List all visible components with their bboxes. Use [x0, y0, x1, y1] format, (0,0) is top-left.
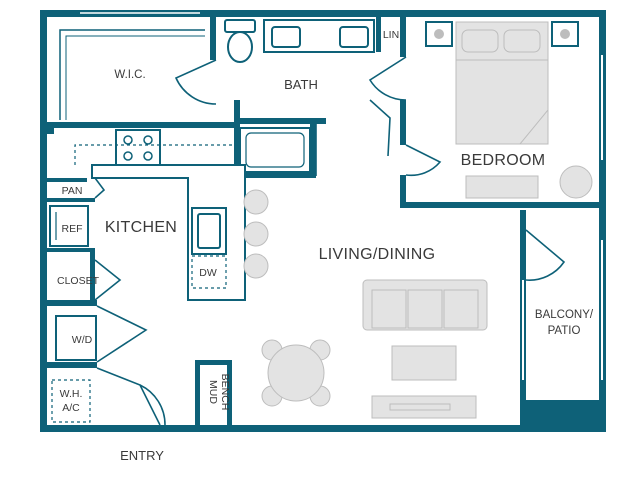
wh-label: W.H. — [60, 388, 83, 400]
balcony-label-1: BALCONY/ — [535, 309, 594, 321]
bedroom-label: BEDROOM — [461, 152, 546, 169]
living-dining-label: LIVING/DINING — [319, 246, 436, 263]
kitchen-label: KITCHEN — [105, 219, 177, 236]
wic-label: W.I.C. — [114, 69, 145, 81]
mud-bench-label-1: MUD — [207, 380, 219, 404]
room-labels: W.I.C. BATH LIN BEDROOM PAN KITCHEN REF … — [57, 29, 594, 463]
bath-fixtures — [224, 19, 375, 173]
mud-bench-label-2: BENCH — [219, 374, 231, 411]
pan-label: PAN — [62, 185, 83, 197]
doors — [94, 56, 566, 426]
windows — [80, 12, 603, 380]
ac-label: A/C — [62, 402, 80, 414]
wic-shelving — [59, 29, 205, 120]
balcony-label-2: PATIO — [548, 325, 581, 337]
closet-label: CLOSET — [57, 275, 100, 287]
bath-label: BATH — [284, 77, 318, 92]
laundry-fixtures — [51, 315, 97, 423]
ref-label: REF — [62, 223, 83, 235]
kitchen-fixtures — [49, 129, 269, 301]
dw-label: DW — [199, 267, 217, 279]
bedroom-furniture — [425, 21, 593, 199]
entry-label: ENTRY — [120, 448, 164, 463]
living-furniture — [261, 279, 488, 419]
lin-label: LIN — [383, 29, 399, 41]
wd-label: W/D — [72, 334, 93, 346]
